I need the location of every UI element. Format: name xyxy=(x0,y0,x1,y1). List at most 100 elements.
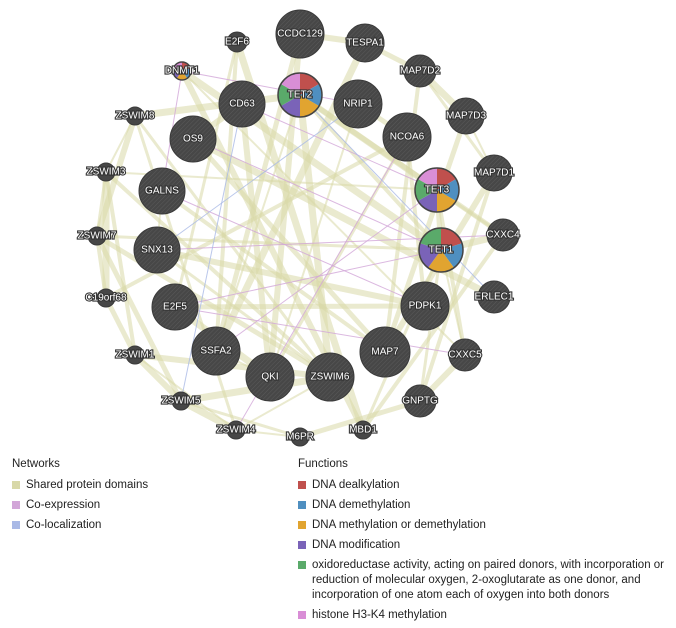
node-zswim4[interactable]: ZSWIM4 xyxy=(215,420,257,440)
node-label: CCDC129 xyxy=(277,29,323,40)
legend-item-dna-modification[interactable]: DNA modification xyxy=(298,538,668,553)
legend-item-dna-demethylation[interactable]: DNA demethylation xyxy=(298,498,668,513)
edge-cd63-tet3 xyxy=(241,103,438,191)
legend-swatch xyxy=(298,481,306,489)
node-label: TESPA1 xyxy=(346,38,384,49)
node-circle xyxy=(345,23,385,63)
node-snx13[interactable]: SNX13 xyxy=(133,226,181,274)
node-zswim1[interactable]: ZSWIM1 xyxy=(114,345,156,365)
node-label: DNMT1 xyxy=(165,66,200,77)
legend-item-dna-methylation-or-demethylation[interactable]: DNA methylation or demethylation xyxy=(298,518,668,533)
edge-cd63-qki xyxy=(239,103,273,378)
node-zswim3[interactable]: ZSWIM3 xyxy=(85,162,127,182)
node-qki[interactable]: QKI xyxy=(245,352,295,402)
node-circle xyxy=(275,9,325,59)
edge-mbd1-cxxc4 xyxy=(361,233,505,432)
node-pdpk1[interactable]: PDPK1 xyxy=(400,281,450,331)
legend-item-shared-protein-domains[interactable]: Shared protein domains xyxy=(12,478,232,493)
node-circle xyxy=(333,79,383,129)
node-map7d1[interactable]: MAP7D1 xyxy=(473,154,516,192)
edge-map7d1-gnptg xyxy=(418,172,496,402)
edge-tet2-cxxc4 xyxy=(298,92,505,238)
node-gnptg[interactable]: GNPTG xyxy=(401,384,439,418)
node-galns[interactable]: GALNS xyxy=(138,167,186,215)
node-erlec1[interactable]: ERLEC1 xyxy=(473,280,515,314)
legend-label: DNA modification xyxy=(312,539,401,551)
node-tet1[interactable]: TET1 xyxy=(418,227,464,273)
node-map7[interactable]: MAP7 xyxy=(359,326,411,378)
node-zswim8[interactable]: ZSWIM8 xyxy=(114,106,156,126)
edge-galns-pdpk1 xyxy=(161,190,426,307)
node-circle xyxy=(191,326,241,376)
functions-legend: Functions DNA dealkylation DNA demethyla… xyxy=(298,458,668,628)
node-mbd1[interactable]: MBD1 xyxy=(348,420,378,440)
node-tet2[interactable]: TET2 xyxy=(277,72,323,118)
node-tet3[interactable]: TET3 xyxy=(414,167,460,213)
node-nrip1[interactable]: NRIP1 xyxy=(333,79,383,129)
legend-swatch xyxy=(12,501,20,509)
node-circle xyxy=(403,54,437,88)
node-map7d3[interactable]: MAP7D3 xyxy=(445,97,488,135)
function-slice xyxy=(182,62,191,71)
node-label: PDPK1 xyxy=(409,301,442,312)
networks-legend: Networks Shared protein domains Co-expre… xyxy=(12,458,232,538)
node-ccdc129[interactable]: CCDC129 xyxy=(275,9,325,59)
legend-item-dna-dealkylation[interactable]: DNA dealkylation xyxy=(298,478,668,493)
edge-e2f5-tet1 xyxy=(174,249,442,308)
legend-label: DNA methylation or demethylation xyxy=(312,519,486,531)
node-circle xyxy=(447,97,485,135)
node-e2f6[interactable]: E2F6 xyxy=(224,31,250,53)
edge-ssfa2-tet3 xyxy=(215,189,438,352)
edge-zswim1-zswim5 xyxy=(132,352,184,404)
node-label: ZSWIM5 xyxy=(162,396,201,407)
node-zswim6[interactable]: ZSWIM6 xyxy=(305,352,355,402)
edge-zswim1-zswim4 xyxy=(134,354,237,431)
edge-zswim5-m6pr xyxy=(180,399,301,439)
legend-item-co-localization[interactable]: Co-localization xyxy=(12,518,232,533)
node-cxxc5[interactable]: CXXC5 xyxy=(447,338,483,372)
node-m6pr[interactable]: M6PR xyxy=(285,427,315,447)
node-label: GNPTG xyxy=(402,396,438,407)
edge-tet2-ssfa2 xyxy=(215,94,301,352)
legend-label: Co-localization xyxy=(26,519,102,531)
node-label: MAP7D2 xyxy=(400,66,440,77)
networks-legend-title: Networks xyxy=(12,458,60,470)
legend-swatch xyxy=(12,481,20,489)
edge-pdpk1-snx13 xyxy=(156,247,426,309)
node-label: MAP7D1 xyxy=(474,168,514,179)
node-dnmt1[interactable]: DNMT1 xyxy=(164,61,201,81)
node-zswim7[interactable]: ZSWIM7 xyxy=(76,226,118,246)
legend-item-co-expression[interactable]: Co-expression xyxy=(12,498,232,513)
node-ssfa2[interactable]: SSFA2 xyxy=(191,326,241,376)
node-c19orf68[interactable]: C19orf68 xyxy=(84,288,128,308)
legend-swatch xyxy=(298,561,306,569)
node-e2f5[interactable]: E2F5 xyxy=(151,283,199,331)
node-ncoa6[interactable]: NCOA6 xyxy=(382,112,432,162)
edge-e2f5-cxxc5 xyxy=(174,306,466,356)
node-circle xyxy=(226,31,248,53)
node-cxxc4[interactable]: CXXC4 xyxy=(485,218,521,252)
node-circle xyxy=(169,115,217,163)
legend-item-histone-h3-k4-methylation[interactable]: histone H3-K4 methylation xyxy=(298,608,668,623)
node-circle xyxy=(400,281,450,331)
node-circle xyxy=(125,345,145,365)
node-os9[interactable]: OS9 xyxy=(169,115,217,163)
edge-tet2-erlec1 xyxy=(299,94,495,298)
node-label: NRIP1 xyxy=(343,99,373,110)
node-map7d2[interactable]: MAP7D2 xyxy=(399,54,442,88)
node-circle xyxy=(133,226,181,274)
node-label: OS9 xyxy=(183,134,203,145)
node-cd63[interactable]: CD63 xyxy=(218,80,266,128)
node-circle xyxy=(486,218,520,252)
node-circle xyxy=(138,167,186,215)
node-circle xyxy=(382,112,432,162)
legend-label: DNA dealkylation xyxy=(312,479,400,491)
node-zswim5[interactable]: ZSWIM5 xyxy=(160,391,202,411)
node-tespa1[interactable]: TESPA1 xyxy=(345,23,385,63)
node-label: TET1 xyxy=(429,245,454,256)
function-slice xyxy=(441,243,463,268)
function-slice xyxy=(415,179,437,201)
legend-item-oxidoreductase-activity[interactable]: oxidoreductase activity, acting on paire… xyxy=(298,558,668,603)
node-label: ERLEC1 xyxy=(475,292,514,303)
